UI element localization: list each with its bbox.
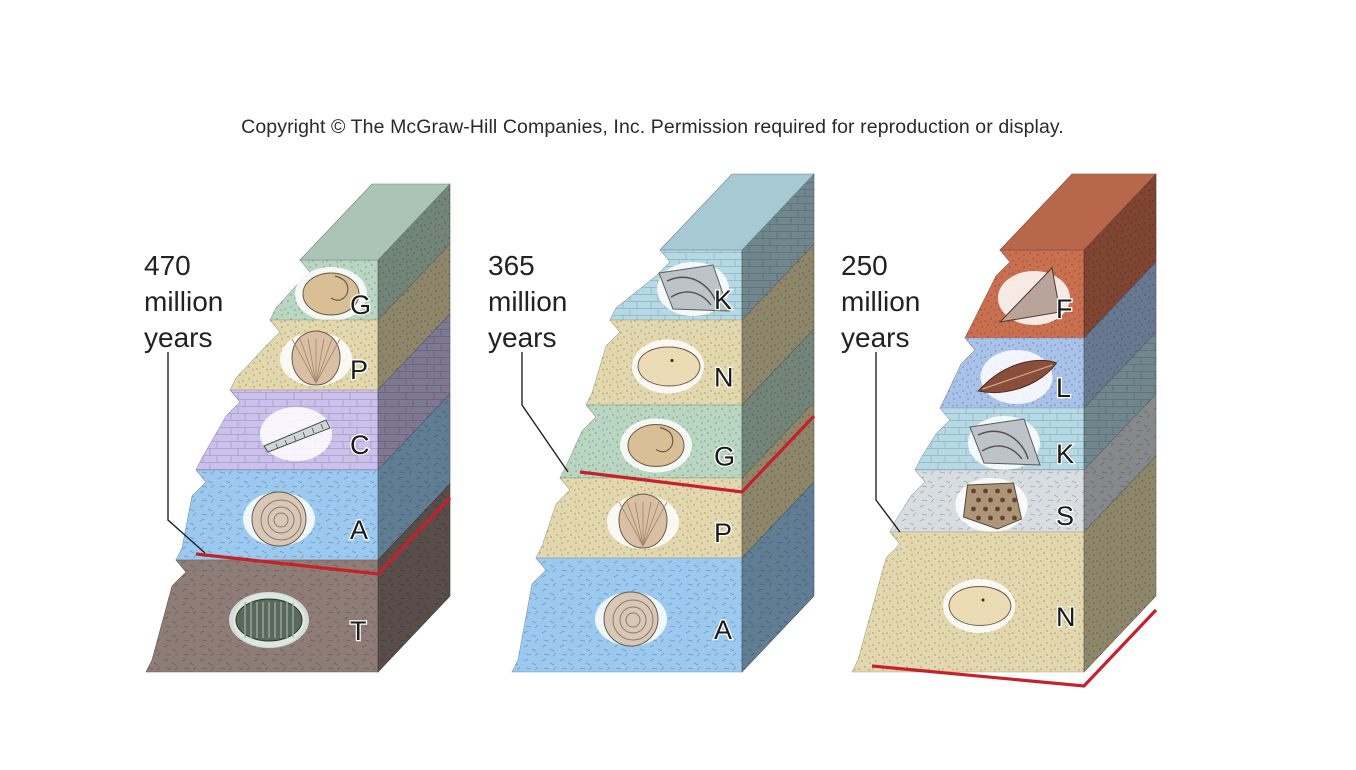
age-label-line: years (841, 322, 909, 353)
age-label-line: 365 (488, 250, 535, 281)
age-label: 250 million years (841, 250, 920, 353)
crinoid-fossil (968, 416, 1040, 470)
age-label-line: 250 (841, 250, 888, 281)
layer-letter: C (350, 430, 370, 460)
layer-letter: P (350, 355, 368, 385)
layer-letter: G (350, 290, 371, 320)
layer-letter: A (714, 615, 732, 645)
layer-letter: A (350, 515, 368, 545)
age-label-line: million (144, 286, 223, 317)
layer-letter: N (714, 363, 734, 393)
layer-letter: L (1056, 373, 1071, 403)
layer-letter: P (714, 518, 732, 548)
age-label: 470 million years (144, 250, 223, 353)
age-leader-line (876, 352, 900, 532)
cephalopod-fossil (260, 407, 332, 461)
strata-column-1: G P C A T 470 million years (144, 184, 450, 672)
age-label: 365 million years (488, 250, 567, 353)
strata-column-2: K N G P A 365 million years (488, 174, 814, 672)
age-label-line: million (841, 286, 920, 317)
layer-letter: G (714, 442, 735, 472)
ammonite-fossil (243, 492, 315, 546)
coral-fossil (956, 478, 1028, 532)
age-label-line: million (488, 286, 567, 317)
clam-fossil (943, 579, 1015, 633)
age-label-line: years (488, 322, 556, 353)
age-label-line: 470 (144, 250, 191, 281)
layer-letter: N (1056, 602, 1076, 632)
ammonite-fossil (595, 592, 667, 646)
strata-column-3: F L K S N 250 million years (841, 174, 1156, 686)
age-leader-line (522, 352, 568, 472)
age-label-line: years (144, 322, 212, 353)
gastropod-fossil (620, 419, 692, 473)
clam-fossil (632, 340, 704, 394)
trilobite-fossil (229, 592, 309, 648)
layer-letter: K (714, 285, 732, 315)
layer-letter: K (1056, 439, 1074, 469)
layer-letter: T (350, 616, 367, 646)
layer-letter: S (1056, 501, 1074, 531)
layer-letter: F (1056, 294, 1073, 324)
